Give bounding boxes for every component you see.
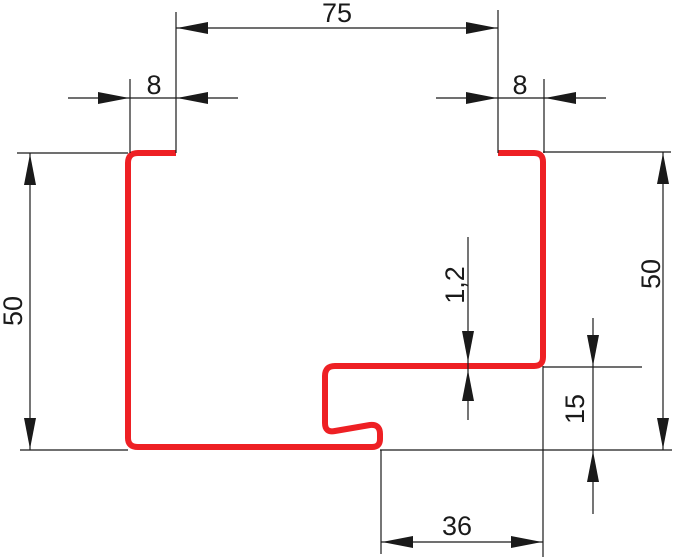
dim-label-36: 36 <box>442 511 472 541</box>
dimension-bottom-offset: 36 <box>380 450 543 554</box>
dimension-right-flange: 8 <box>436 70 606 153</box>
dim-label-8-right: 8 <box>512 70 527 100</box>
dimension-left-height: 50 <box>0 152 128 451</box>
dimension-top-width: 75 <box>175 0 499 153</box>
dimension-left-flange: 8 <box>68 70 238 153</box>
dim-label-75: 75 <box>322 0 352 28</box>
dim-label-8-left: 8 <box>146 70 161 100</box>
dimension-right-height: 50 <box>380 151 672 451</box>
dimension-thickness: 1,2 <box>440 237 474 420</box>
profile-outline <box>125 150 546 450</box>
dim-label-15: 15 <box>560 394 590 424</box>
dim-label-thickness: 1,2 <box>440 266 470 304</box>
dim-label-50-left: 50 <box>0 296 28 326</box>
dimension-step-height: 15 <box>542 318 642 557</box>
dim-label-50-right: 50 <box>636 259 666 289</box>
